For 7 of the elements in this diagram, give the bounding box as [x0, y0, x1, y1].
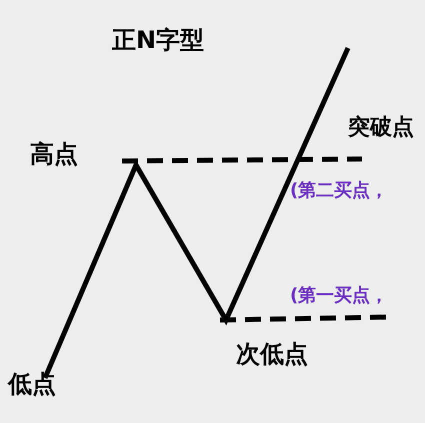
point-label: 突破点 — [348, 114, 414, 142]
annotation: (第二买点， — [290, 179, 388, 202]
point-label: 低点 — [8, 369, 56, 400]
point-label: 高点 — [30, 139, 78, 170]
point-label: 次低点 — [236, 339, 308, 370]
annotation: (第一买点， — [290, 284, 388, 307]
title: 正N字型 — [112, 25, 204, 56]
